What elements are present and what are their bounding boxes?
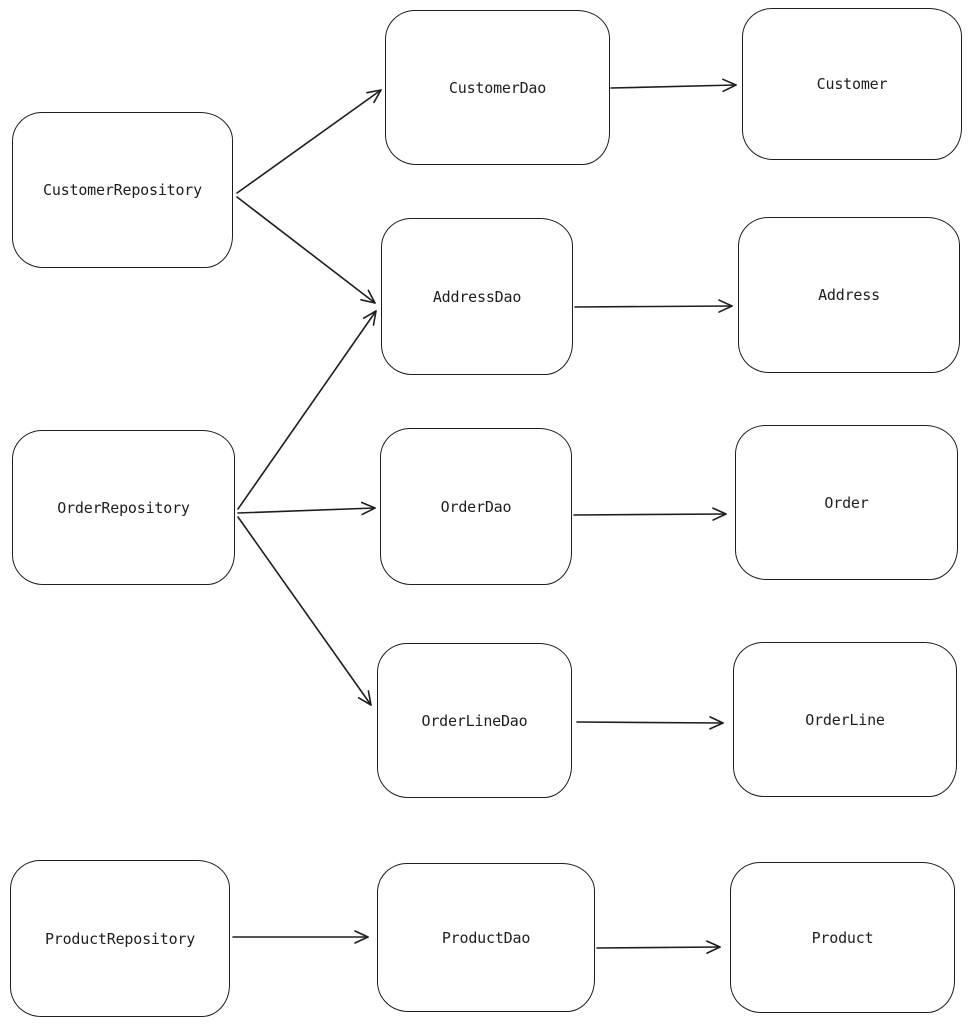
node-order-dao[interactable]: OrderDao — [380, 428, 572, 585]
node-order-label: Order — [824, 493, 869, 512]
node-product-dao-label: ProductDao — [441, 928, 531, 947]
node-product-label: Product — [811, 928, 874, 947]
node-order-repository-label: OrderRepository — [57, 498, 190, 517]
node-customer[interactable]: Customer — [742, 8, 962, 160]
node-customer-dao-label: CustomerDao — [448, 78, 547, 97]
node-order-line-dao-label: OrderLineDao — [421, 711, 528, 730]
arrow-order-line-dao-to-order-line[interactable] — [576, 716, 724, 730]
node-order[interactable]: Order — [735, 425, 958, 580]
node-product-repository-label: ProductRepository — [44, 929, 196, 948]
arrow-customer-dao-to-customer[interactable] — [610, 78, 737, 93]
node-customer-dao[interactable]: CustomerDao — [385, 10, 610, 165]
node-order-line[interactable]: OrderLine — [733, 642, 957, 797]
node-address-dao[interactable]: AddressDao — [381, 218, 573, 375]
node-product-dao[interactable]: ProductDao — [377, 863, 595, 1012]
arrow-customer-repository-to-customer-dao[interactable] — [236, 89, 382, 194]
arrow-address-dao-to-address[interactable] — [574, 299, 733, 313]
arrow-order-repository-to-order-line-dao[interactable] — [237, 516, 372, 706]
node-address-dao-label: AddressDao — [432, 287, 522, 306]
arrow-order-repository-to-address-dao[interactable] — [237, 310, 377, 510]
arrow-order-dao-to-order[interactable] — [573, 507, 727, 521]
arrow-customer-repository-to-address-dao[interactable] — [236, 196, 376, 304]
arrow-product-dao-to-product[interactable] — [596, 940, 721, 954]
node-order-repository[interactable]: OrderRepository — [12, 430, 235, 585]
arrow-order-repository-to-order-dao[interactable] — [237, 501, 376, 516]
node-order-dao-label: OrderDao — [440, 497, 512, 516]
node-product-repository[interactable]: ProductRepository — [10, 860, 230, 1017]
node-customer-repository[interactable]: CustomerRepository — [12, 112, 233, 268]
node-product[interactable]: Product — [730, 862, 955, 1013]
node-order-line-label: OrderLine — [805, 710, 885, 729]
node-customer-repository-label: CustomerRepository — [43, 181, 202, 199]
node-address-label: Address — [818, 286, 880, 304]
node-customer-label: Customer — [816, 75, 888, 93]
node-address[interactable]: Address — [738, 217, 960, 373]
node-order-line-dao[interactable]: OrderLineDao — [377, 643, 572, 798]
